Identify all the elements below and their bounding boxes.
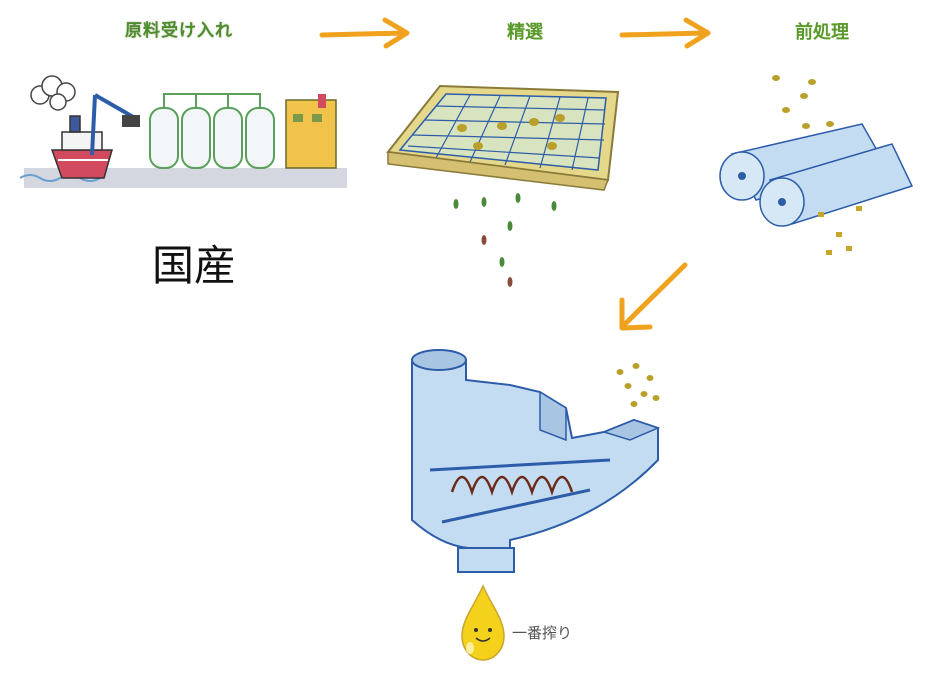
roller-front <box>759 143 914 227</box>
screening-tray-illustration <box>386 84 620 287</box>
sieve-grid <box>407 94 606 171</box>
oil-drop-icon <box>461 584 505 661</box>
arrow-receive-to-select <box>319 17 410 49</box>
screw-coil <box>450 475 574 496</box>
grains-entering-press <box>616 363 660 407</box>
receiving-facility-illustration <box>19 75 347 188</box>
crane-icon <box>90 93 136 156</box>
arrow-select-to-pretreat <box>619 17 711 49</box>
step-label-select: 精選 <box>507 22 543 43</box>
silos-icon <box>149 107 275 169</box>
grains-on-tray <box>457 114 565 150</box>
factory-icon <box>285 94 337 169</box>
output-label: 一番搾り <box>512 624 573 642</box>
expeller-press-illustration <box>411 349 661 573</box>
step-label-receive: 原料受け入れ <box>125 21 233 41</box>
grains-above-rollers <box>772 75 834 129</box>
ship-icon <box>50 115 113 179</box>
rollers-illustration <box>719 75 914 255</box>
crane-bucket <box>122 115 140 127</box>
flakes-below-rollers <box>818 206 862 255</box>
arrow-pretreat-to-press <box>619 262 688 331</box>
smoke-cloud <box>30 75 76 111</box>
falling-debris <box>453 193 557 287</box>
step-label-pretreat: 前処理 <box>795 22 849 43</box>
origin-label: 国産 <box>152 241 237 290</box>
